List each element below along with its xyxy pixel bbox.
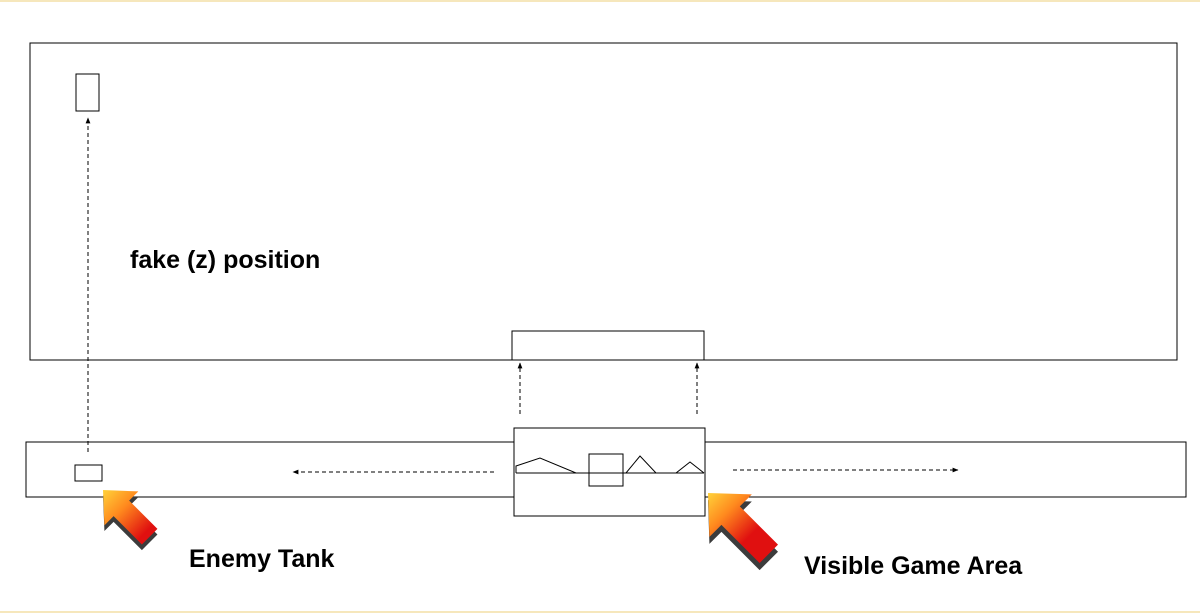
visible-game-area-box	[513, 427, 706, 517]
pointer-arrow-visible-area	[708, 493, 779, 571]
pointer-arrow-enemy-tank	[103, 490, 158, 551]
projected-visible-area	[511, 330, 705, 361]
enemy-tank	[74, 464, 103, 482]
terrain-line	[515, 455, 705, 474]
visible-game-area-label: Visible Game Area	[804, 552, 1023, 580]
world-view-panel	[29, 42, 1178, 361]
fake-z-position-label: fake (z) position	[130, 246, 321, 274]
enemy-tank-label: Enemy Tank	[189, 545, 335, 573]
projected-enemy-tank	[75, 73, 100, 112]
player-tank	[588, 453, 624, 487]
